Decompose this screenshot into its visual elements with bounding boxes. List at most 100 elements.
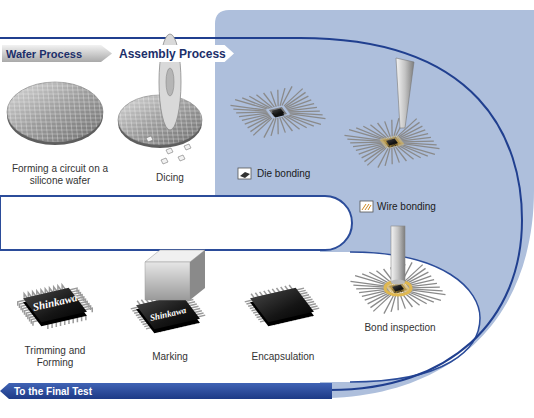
bond-wire	[388, 137, 390, 139]
die-grid	[52, 82, 58, 142]
step-caption: Trimming and Forming	[19, 345, 91, 369]
return-track	[0, 196, 352, 250]
die-grid	[62, 82, 68, 142]
step-caption: Bond inspection	[355, 322, 445, 334]
bond-wire	[390, 145, 391, 148]
die-grid	[118, 131, 202, 132]
bond-wire	[397, 140, 402, 142]
step-caption: Marking	[140, 351, 200, 363]
band-title: Assembly Process	[119, 47, 226, 61]
capillary	[396, 58, 414, 128]
die-grid	[77, 82, 83, 142]
band-title: Wafer Process	[6, 48, 82, 60]
die-grid	[92, 82, 98, 142]
diced-chip	[161, 158, 168, 164]
die-grid	[47, 82, 53, 142]
die-grid	[42, 82, 48, 142]
band-title: To the Final Test	[14, 386, 92, 397]
die-grid	[7, 102, 103, 103]
die-grid	[198, 95, 204, 145]
lead	[402, 137, 431, 140]
outer-line	[0, 38, 522, 390]
bond-wire	[380, 140, 386, 142]
bond-wire	[397, 141, 402, 142]
lead	[353, 285, 386, 287]
die-grid	[118, 143, 202, 144]
lead	[373, 294, 392, 311]
die-grid	[57, 82, 63, 142]
die-grid	[82, 82, 88, 142]
bond-wire	[385, 138, 389, 140]
bond-wire	[390, 137, 392, 140]
bond-wire	[381, 141, 387, 142]
die-grid	[7, 106, 103, 107]
inner-track	[0, 252, 480, 382]
step-icon	[238, 168, 251, 179]
die-grid	[22, 82, 28, 142]
die-grid	[17, 82, 23, 142]
step-icon	[360, 201, 373, 212]
die-grid	[72, 82, 78, 142]
diced-chip	[184, 144, 191, 150]
die-grid	[7, 82, 103, 83]
diced-chip	[178, 155, 185, 161]
step-caption: Wire bonding	[377, 201, 457, 213]
blade-hub	[166, 68, 174, 96]
bond-wire	[395, 137, 398, 140]
bond-wire	[384, 144, 388, 146]
process-band: Wafer Process	[2, 45, 112, 62]
die-grid	[193, 95, 199, 145]
die-grid	[7, 138, 103, 139]
bond-wire	[381, 139, 387, 141]
die-grid	[118, 123, 202, 124]
track-line	[350, 252, 480, 382]
bond-wire	[402, 284, 406, 286]
chip-logo: Shinkawa	[145, 303, 191, 325]
bond-wire	[397, 140, 402, 141]
bond-wire	[386, 145, 389, 148]
die-grid	[153, 95, 159, 145]
stamp-side	[190, 250, 205, 300]
lens	[391, 280, 405, 285]
lead	[403, 145, 435, 154]
die-grid	[7, 94, 103, 95]
process-band: To the Final Test	[0, 383, 332, 399]
bond-wire	[397, 291, 398, 294]
bond-wire	[387, 287, 393, 288]
bond-wire	[387, 288, 392, 289]
die-grid	[7, 118, 103, 119]
bond-wire	[403, 287, 408, 288]
die-grid	[118, 127, 202, 128]
lead	[391, 148, 393, 165]
bond-wire	[398, 142, 404, 144]
bond-wire	[391, 145, 392, 148]
die-grid	[7, 114, 103, 115]
bond-wire	[398, 142, 404, 143]
bond-wire	[391, 284, 395, 286]
bond-wire	[398, 144, 404, 146]
lead	[250, 117, 271, 131]
bond-wire	[402, 285, 406, 287]
bond-wire	[403, 286, 408, 288]
lead	[391, 294, 396, 312]
package-body	[23, 288, 87, 323]
lead	[289, 110, 320, 112]
package-body	[250, 288, 314, 323]
bond-wire	[392, 136, 393, 139]
die-grid	[32, 82, 38, 142]
bond-wire	[382, 142, 387, 144]
process-band: Assembly Process	[116, 45, 234, 62]
lead	[277, 118, 279, 135]
die-grid	[138, 95, 144, 145]
lead	[271, 91, 277, 106]
lead	[345, 135, 380, 140]
bond-wire	[404, 288, 410, 289]
die-grid	[7, 130, 103, 131]
die-grid	[7, 142, 103, 143]
die-grid	[188, 95, 194, 145]
microscope-tube	[391, 226, 405, 282]
die-grid	[133, 95, 139, 145]
bond-wire	[383, 139, 388, 141]
lead	[233, 109, 266, 111]
die-grid	[183, 95, 189, 145]
